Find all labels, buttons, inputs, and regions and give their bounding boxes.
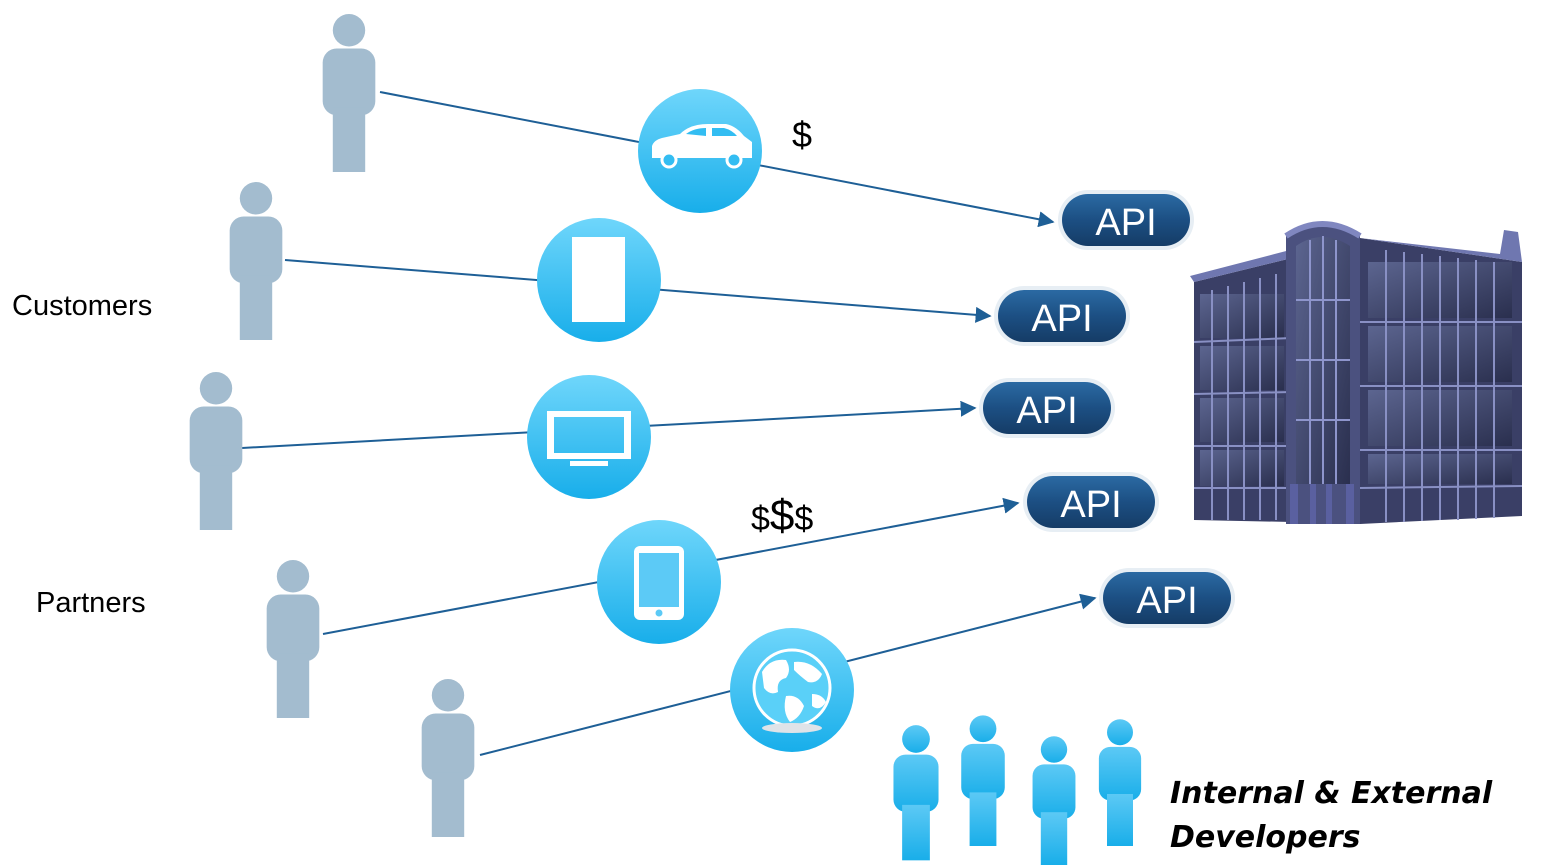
api-badge-label: API xyxy=(1016,390,1077,432)
triple-dollar-price: $$$ xyxy=(751,492,813,550)
person-figures xyxy=(189,14,475,837)
api-badge-label: API xyxy=(1060,484,1121,526)
customers-label: Customers xyxy=(12,290,153,322)
developers-label-line1: Internal & External xyxy=(1170,776,1493,811)
api-badge-label: API xyxy=(1095,202,1156,244)
person-icon xyxy=(229,182,283,340)
channel-car xyxy=(638,89,762,213)
developers-label-line2: Developers xyxy=(1170,820,1361,855)
phone-icon xyxy=(572,237,625,322)
api-badges: API API API API API xyxy=(979,190,1235,628)
dollar-big: $ xyxy=(769,491,795,540)
developer-icon xyxy=(1032,736,1076,865)
channel-phone xyxy=(537,218,661,342)
developers-label: Internal & External Developers xyxy=(1170,772,1492,860)
api-badge-label: API xyxy=(1031,298,1092,340)
channel-globe xyxy=(730,628,854,752)
api-badge-label: API xyxy=(1136,580,1197,622)
person-icon xyxy=(322,14,376,172)
monitor-icon xyxy=(547,411,631,466)
partners-label: Partners xyxy=(36,587,146,619)
person-icon xyxy=(421,679,475,837)
office-building-icon xyxy=(1190,221,1523,524)
developer-icon xyxy=(893,725,939,861)
api-badge[interactable]: API xyxy=(1099,568,1235,628)
api-badge[interactable]: API xyxy=(1058,190,1194,250)
developer-figures xyxy=(893,715,1142,865)
single-dollar-price: $ xyxy=(792,114,813,155)
car-icon xyxy=(652,124,752,169)
dollar-small: $ xyxy=(751,500,770,538)
api-badge[interactable]: API xyxy=(1023,472,1159,532)
channel-monitor xyxy=(527,375,651,499)
person-icon xyxy=(189,372,243,530)
channel-tablet xyxy=(597,520,721,644)
person-icon xyxy=(266,560,320,718)
api-badge[interactable]: API xyxy=(979,378,1115,438)
api-badge[interactable]: API xyxy=(994,286,1130,346)
globe-icon xyxy=(752,648,832,733)
developer-icon xyxy=(961,715,1005,846)
channel-circles xyxy=(527,89,854,752)
tablet-icon xyxy=(634,546,684,620)
dollar-small: $ xyxy=(794,500,814,538)
developer-icon xyxy=(1098,719,1142,846)
